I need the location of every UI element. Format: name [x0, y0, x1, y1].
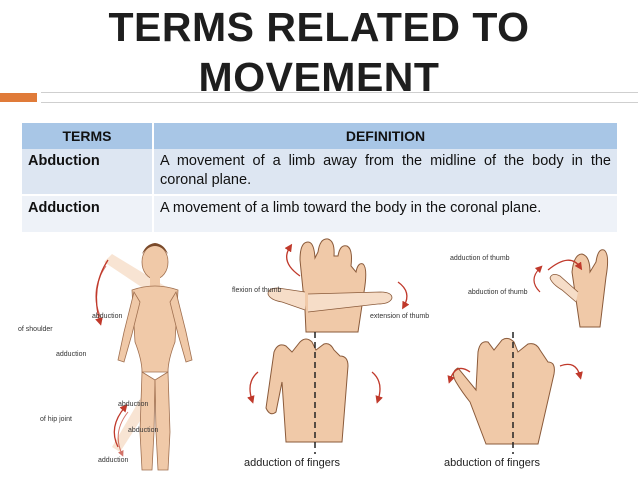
- body-label: adduction: [98, 457, 128, 464]
- header-definition: DEFINITION: [153, 123, 617, 149]
- table-row: Adduction A movement of a limb toward th…: [22, 195, 617, 232]
- thumb-label: flexion of thumb: [232, 287, 282, 294]
- thumb-flexion-extension-figure: flexion of thumb extension of thumb: [232, 238, 429, 333]
- body-label: adduction: [56, 351, 86, 358]
- body-label: abduction: [92, 313, 122, 320]
- term-cell: Adduction: [22, 195, 154, 232]
- table-row: Abduction A movement of a limb away from…: [22, 149, 617, 196]
- finger-caption: abduction of fingers: [444, 457, 541, 469]
- body-label: abduction: [118, 401, 148, 408]
- term-cell: Abduction: [22, 149, 154, 196]
- thumb-label: abduction of thumb: [468, 289, 528, 296]
- human-body-figure: abduction of shoulder adduction abductio…: [18, 243, 193, 471]
- title-divider: [41, 92, 638, 103]
- body-label: of shoulder: [18, 326, 53, 333]
- definition-cell: A movement of a limb toward the body in …: [153, 195, 617, 232]
- title-accent-bar: [0, 93, 37, 102]
- table-header-row: TERMS DEFINITION: [22, 123, 617, 149]
- body-label: abduction: [128, 427, 158, 434]
- thumb-label: extension of thumb: [370, 313, 429, 320]
- fingers-abduction-figure: abduction of fingers: [444, 332, 583, 469]
- movement-illustrations: abduction of shoulder adduction abductio…: [0, 232, 638, 479]
- fingers-adduction-figure: adduction of fingers: [244, 332, 383, 469]
- header-terms: TERMS: [22, 123, 154, 149]
- body-label: of hip joint: [40, 416, 72, 423]
- terms-table: TERMS DEFINITION Abduction A movement of…: [22, 123, 617, 232]
- finger-caption: adduction of fingers: [244, 457, 341, 469]
- terms-table-container: TERMS DEFINITION Abduction A movement of…: [22, 123, 617, 232]
- slide-title: TERMS RELATED TO MOVEMENT: [0, 2, 638, 102]
- thumb-label: adduction of thumb: [450, 255, 510, 262]
- slide-title-line-1: TERMS RELATED TO: [108, 4, 530, 50]
- definition-cell: A movement of a limb away from the midli…: [153, 149, 617, 196]
- thumb-adduction-abduction-figure: adduction of thumb abduction of thumb: [450, 249, 609, 328]
